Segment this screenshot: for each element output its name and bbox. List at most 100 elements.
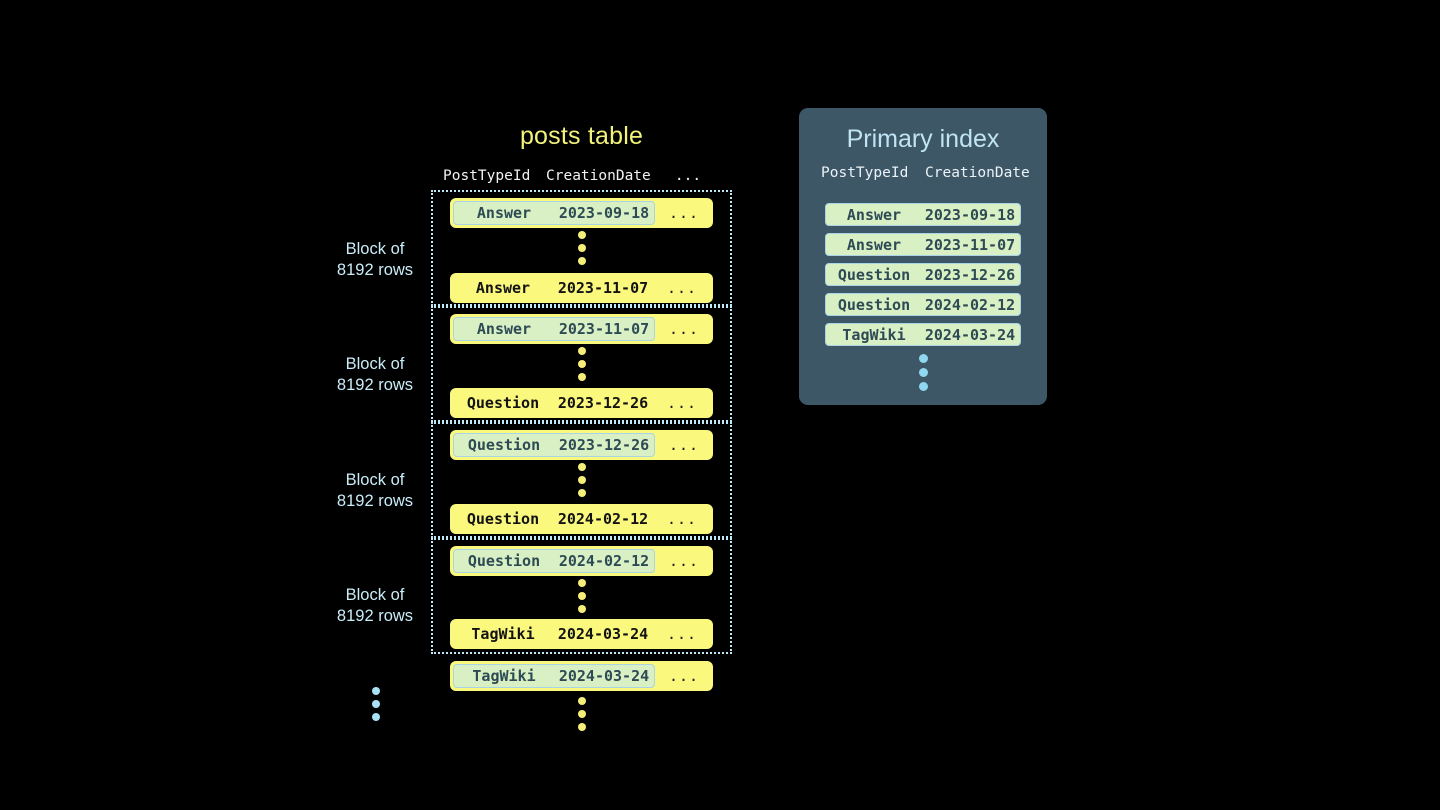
posts-row-2-first-cells: Answer 2023-11-07 (453, 317, 655, 341)
posts-row-trailing-cells: TagWiki 2024-03-24 (453, 664, 655, 688)
block-2-label-line1: Block of (345, 355, 405, 373)
dot (578, 592, 586, 600)
index-row[interactable]: Question 2024-02-12 (825, 293, 1021, 316)
posts-row-1-last[interactable]: Answer 2023-11-07 ... (450, 273, 713, 303)
posts-row-2-last-posttypeid: Question (466, 394, 540, 412)
dot (578, 579, 586, 587)
dot (372, 700, 380, 708)
block-1-label-line2: 8192 rows (336, 261, 414, 279)
posts-row-1-last-creationdate: 2023-11-07 (557, 279, 649, 297)
index-row-2-posttypeid: Question (837, 265, 911, 284)
posts-row-4-last-cells: TagWiki 2024-03-24 (453, 622, 653, 646)
index-row-4-creationdate: 2024-03-24 (924, 325, 1016, 344)
block-3-label-line2: 8192 rows (336, 492, 414, 510)
posts-block-3-vertical-ellipsis (577, 463, 587, 497)
posts-row-4-first[interactable]: Question 2024-02-12 ... (450, 546, 713, 576)
blocks-trailing-ellipsis (371, 687, 381, 721)
posts-row-1-first[interactable]: Answer 2023-09-18 ... (450, 198, 713, 228)
block-2-label-line2: 8192 rows (336, 376, 414, 394)
block-4-label: Block of 8192 rows (300, 585, 450, 627)
primary-index-column-headers: PostTypeId CreationDate (821, 165, 1030, 181)
dot (578, 723, 586, 731)
block-3 (431, 422, 732, 538)
posts-row-trailing-creationdate: 2024-03-24 (558, 667, 650, 685)
block-1 (431, 190, 732, 306)
posts-row-4-last[interactable]: TagWiki 2024-03-24 ... (450, 619, 713, 649)
dot (578, 373, 586, 381)
posts-row-1-first-ellipsis: ... (668, 204, 700, 222)
block-1-label-line1: Block of (345, 240, 405, 258)
posts-row-4-first-posttypeid: Question (467, 552, 541, 570)
dot (578, 244, 586, 252)
posts-row-3-last-cells: Question 2024-02-12 (453, 507, 653, 531)
posts-row-2-last-ellipsis: ... (666, 394, 698, 412)
posts-row-4-first-creationdate: 2024-02-12 (558, 552, 650, 570)
block-3-label: Block of 8192 rows (300, 470, 450, 512)
primary-index-panel: Primary index PostTypeId CreationDate An… (799, 108, 1047, 405)
posts-block-4-vertical-ellipsis (577, 579, 587, 613)
posts-block-2-vertical-ellipsis (577, 347, 587, 381)
index-row[interactable]: TagWiki 2024-03-24 (825, 323, 1021, 346)
dot (372, 687, 380, 695)
index-row[interactable]: Question 2023-12-26 (825, 263, 1021, 286)
posts-row-3-first-cells: Question 2023-12-26 (453, 433, 655, 457)
block-4-label-line2: 8192 rows (336, 607, 414, 625)
posts-row-2-first[interactable]: Answer 2023-11-07 ... (450, 314, 713, 344)
dot (578, 360, 586, 368)
index-row-4-posttypeid: TagWiki (842, 325, 906, 344)
index-row-1-posttypeid: Answer (846, 235, 902, 254)
dot (578, 257, 586, 265)
dot (578, 463, 586, 471)
posts-row-2-first-ellipsis: ... (668, 320, 700, 338)
posts-block-1-vertical-ellipsis (577, 231, 587, 265)
dot (918, 368, 928, 377)
index-row-3-creationdate: 2024-02-12 (924, 295, 1016, 314)
index-row[interactable]: Answer 2023-09-18 (825, 203, 1021, 226)
posts-row-3-last-ellipsis: ... (666, 510, 698, 528)
posts-row-3-first-ellipsis: ... (668, 436, 700, 454)
column-header-creationdate: CreationDate (546, 168, 651, 184)
primary-index-title: Primary index (846, 125, 1000, 153)
dot (578, 231, 586, 239)
posts-row-2-last[interactable]: Question 2023-12-26 ... (450, 388, 713, 418)
posts-row-3-first-posttypeid: Question (467, 436, 541, 454)
posts-row-3-last-posttypeid: Question (466, 510, 540, 528)
column-header-posttypeid: PostTypeId (443, 168, 531, 184)
index-column-header-creationdate: CreationDate (925, 165, 1030, 181)
posts-row-4-last-creationdate: 2024-03-24 (557, 625, 649, 643)
posts-row-3-first-creationdate: 2023-12-26 (558, 436, 650, 454)
posts-row-1-last-posttypeid: Answer (475, 279, 531, 297)
primary-index-vertical-ellipsis (799, 354, 1047, 391)
index-row[interactable]: Answer 2023-11-07 (825, 233, 1021, 256)
block-2-label: Block of 8192 rows (300, 354, 450, 396)
posts-row-4-last-ellipsis: ... (666, 625, 698, 643)
index-row-1-creationdate: 2023-11-07 (924, 235, 1016, 254)
posts-row-1-last-ellipsis: ... (666, 279, 698, 297)
posts-row-trailing[interactable]: TagWiki 2024-03-24 ... (450, 661, 713, 691)
posts-row-1-first-cells: Answer 2023-09-18 (453, 201, 655, 225)
posts-row-2-last-creationdate: 2023-12-26 (557, 394, 649, 412)
dot (578, 605, 586, 613)
dot (578, 489, 586, 497)
primary-index-rows: Answer 2023-09-18 Answer 2023-11-07 Ques… (825, 203, 1021, 346)
posts-row-1-last-cells: Answer 2023-11-07 (453, 276, 653, 300)
posts-row-1-first-creationdate: 2023-09-18 (558, 204, 650, 222)
posts-row-2-first-posttypeid: Answer (476, 320, 532, 338)
dot (918, 382, 928, 391)
posts-row-2-last-cells: Question 2023-12-26 (453, 391, 653, 415)
dot (578, 476, 586, 484)
posts-row-trailing-posttypeid: TagWiki (472, 667, 536, 685)
posts-row-3-last[interactable]: Question 2024-02-12 ... (450, 504, 713, 534)
posts-table-trailing-ellipsis (577, 697, 587, 731)
posts-row-4-first-ellipsis: ... (668, 552, 700, 570)
block-4-label-line1: Block of (345, 586, 405, 604)
posts-row-2-first-creationdate: 2023-11-07 (558, 320, 650, 338)
dot (578, 697, 586, 705)
posts-row-4-last-posttypeid: TagWiki (471, 625, 535, 643)
dot (578, 710, 586, 718)
block-3-label-line1: Block of (345, 471, 405, 489)
posts-table-title: posts table (519, 122, 644, 150)
posts-row-1-first-posttypeid: Answer (476, 204, 532, 222)
posts-row-3-first[interactable]: Question 2023-12-26 ... (450, 430, 713, 460)
